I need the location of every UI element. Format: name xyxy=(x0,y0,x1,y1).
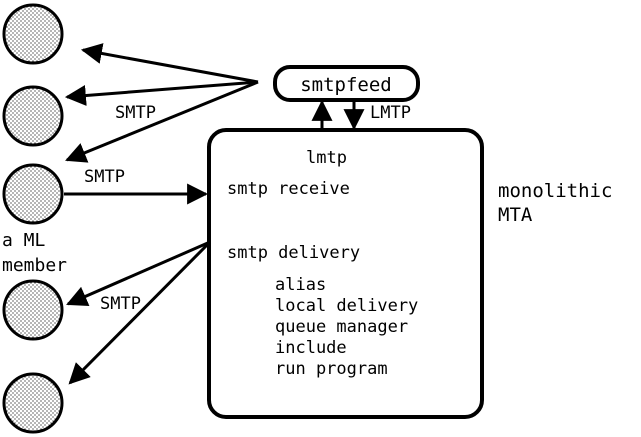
smtpfeed-box xyxy=(273,65,420,102)
mta-smtp-delivery-label: smtp delivery xyxy=(227,243,360,263)
mta-box xyxy=(207,128,484,419)
mta-component-local-delivery: local delivery xyxy=(275,296,418,316)
smtp-delivery-to-member-4-arrow xyxy=(66,240,211,307)
smtp-label-2: SMTP xyxy=(84,167,125,187)
mta-component-queue-manager: queue manager xyxy=(275,317,408,337)
ml-member-circle-1 xyxy=(2,3,64,65)
smtp-delivery-to-member-5-arrow xyxy=(68,240,212,385)
smtp-label-1: SMTP xyxy=(115,103,156,123)
mta-lmtp-label: lmtp xyxy=(306,148,347,168)
smtpfeed-to-member-3-arrow xyxy=(65,80,259,163)
mta-component-alias: alias xyxy=(275,275,326,295)
mta-label-line1: monolithic xyxy=(498,180,612,202)
smtpfeed-label: smtpfeed xyxy=(300,74,392,96)
smtp-label-3: SMTP xyxy=(100,294,141,314)
ml-member-label-line1: a ML xyxy=(2,230,46,251)
ml-member-circle-3 xyxy=(2,163,64,225)
mta-smtp-receive-label: smtp receive xyxy=(227,179,350,199)
smtpfeed-to-member-2-arrow xyxy=(64,80,259,106)
mta-label-line2: MTA xyxy=(498,204,533,226)
mta-component-include: include xyxy=(275,338,347,358)
smtpfeed-to-member-1-arrow xyxy=(80,43,259,84)
ml-member-circle-5 xyxy=(2,372,64,434)
mta-component-run-program: run program xyxy=(275,359,388,379)
ml-member-circle-2 xyxy=(2,85,64,147)
lmtp-arrow-label: LMTP xyxy=(370,103,411,123)
ml-member-label-line2: member xyxy=(2,255,67,276)
ml-member-circle-4 xyxy=(2,279,64,341)
